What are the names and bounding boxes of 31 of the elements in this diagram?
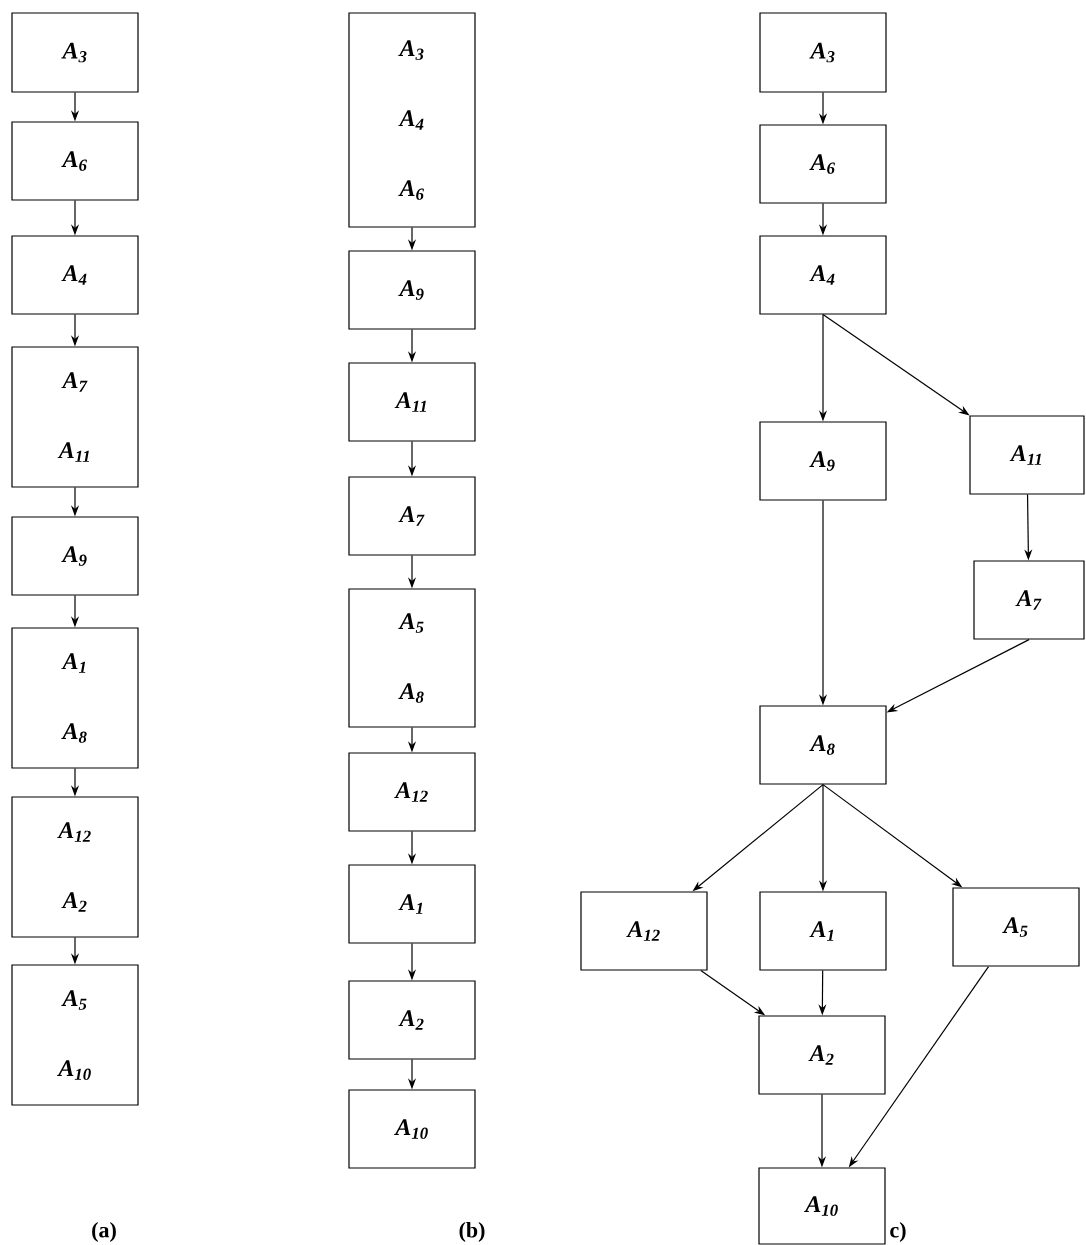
process-box: A$_{2}$ xyxy=(758,1015,886,1095)
process-box: A$_{1}$ A$_{8}$ xyxy=(11,627,139,769)
process-box: A$_{10}$ xyxy=(758,1167,886,1245)
process-box: A$_{7}$ A$_{11}$ xyxy=(11,346,139,488)
panel-label: (b) xyxy=(459,1222,485,1242)
process-box: A$_{8}$ xyxy=(759,705,887,785)
process-box: A$_{7}$ xyxy=(973,560,1085,640)
process-box: A$_{5}$ xyxy=(952,887,1080,967)
process-box: A$_{12}$ xyxy=(580,891,708,971)
process-box: A$_{3}$ A$_{4}$ A$_{6}$ xyxy=(348,12,476,228)
process-box: A$_{6}$ xyxy=(11,121,139,201)
process-box: A$_{9}$ xyxy=(348,250,476,330)
process-box: A$_{3}$ xyxy=(759,12,887,93)
process-box: A$_{11}$ xyxy=(969,415,1085,495)
process-box: A$_{9}$ xyxy=(759,421,887,501)
process-box: A$_{3}$ xyxy=(11,12,139,93)
process-box: A$_{5}$ A$_{10}$ xyxy=(11,964,139,1106)
process-box: A$_{1}$ xyxy=(348,864,476,944)
process-box: A$_{9}$ xyxy=(11,516,139,596)
process-box: A$_{4}$ xyxy=(759,235,887,315)
process-box: A$_{7}$ xyxy=(348,476,476,556)
process-box: A$_{2}$ xyxy=(348,980,476,1060)
panel-label: (a) xyxy=(92,1222,116,1242)
process-box: A$_{5}$ A$_{8}$ xyxy=(348,588,476,728)
process-box: A$_{11}$ xyxy=(348,362,476,442)
process-box: A$_{4}$ xyxy=(11,235,139,315)
process-box: A$_{1}$ xyxy=(759,891,887,971)
process-box: A$_{10}$ xyxy=(348,1089,476,1169)
process-box: A$_{12}$ xyxy=(348,752,476,832)
process-box: A$_{6}$ xyxy=(759,124,887,204)
process-box: A$_{12}$ A$_{2}$ xyxy=(11,796,139,938)
